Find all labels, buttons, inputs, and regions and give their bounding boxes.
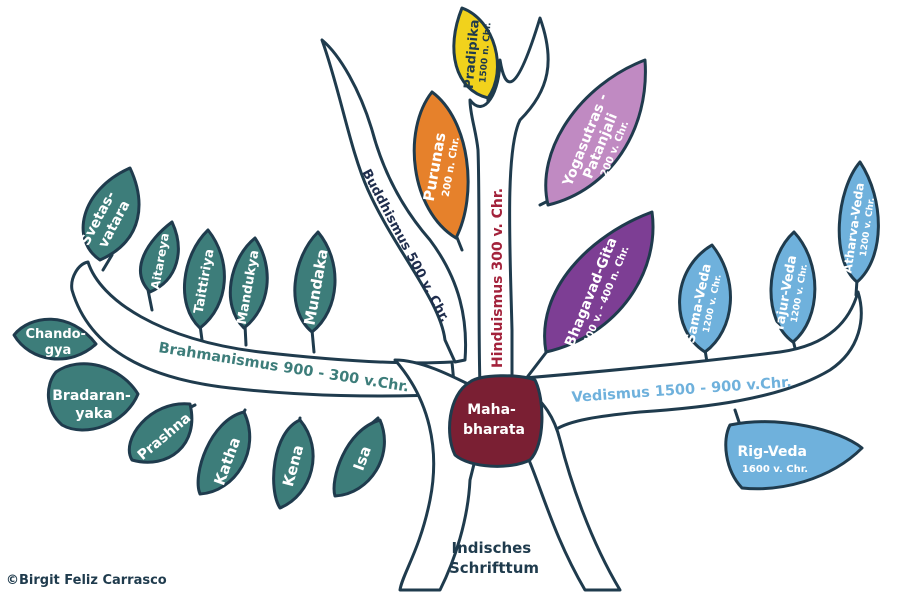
leaf-mundaka: Mundaka bbox=[293, 230, 337, 334]
chandogya-line1: Chando- bbox=[26, 327, 86, 342]
leaf-yogasutras: Yogasutras - Patanjali 200 v. Chr. bbox=[544, 58, 647, 207]
svg-text:Bradaran- yaka: Bradaran- yaka bbox=[52, 388, 136, 422]
leaf-yajurveda: Yajur-Veda 1200 v. Chr. bbox=[769, 230, 817, 344]
bradaranyaka-line2: yaka bbox=[75, 406, 112, 422]
trunk-caption-line1: Indisches bbox=[452, 539, 532, 557]
leaf-kena: Kena bbox=[272, 418, 315, 510]
svg-text:Rig-Veda 1600 v. Chr.: Rig-Veda 1600 v. Chr. bbox=[737, 441, 812, 475]
leaf-samaveda: Sama-Veda 1200 v. Chr. bbox=[678, 243, 732, 354]
svg-text:Maha- bharata: Maha- bharata bbox=[463, 402, 525, 438]
leaf-mandukya: Mandukya bbox=[228, 236, 269, 330]
leaf-atharvaveda: Atharva-Veda 1200 v. Chr. bbox=[837, 160, 880, 284]
leaf-aitareya: Aitareya bbox=[139, 220, 180, 294]
leaf-purunas: Purunas 200 n. Chr. bbox=[412, 90, 470, 240]
svg-text:Indisches Schrifttum: Indisches Schrifttum bbox=[449, 539, 539, 577]
leaf-rigveda: Rig-Veda 1600 v. Chr. bbox=[724, 420, 864, 491]
leaf-svetasvatara: Svetas- vatara bbox=[77, 166, 141, 262]
pradipika-name: Pradipika bbox=[462, 19, 483, 90]
svg-text:Pradipika 1500 n. Chr.: Pradipika 1500 n. Chr. bbox=[458, 13, 494, 91]
mahabharata-fruit: Maha- bharata bbox=[448, 374, 544, 468]
leaf-isa: Isa bbox=[332, 418, 386, 498]
rigveda-name: Rig-Veda bbox=[737, 444, 806, 460]
leaf-bhagavadgita: Bhagavad-Gita 400 v. - 400 n. Chr. bbox=[543, 210, 655, 354]
svg-text:Chando- gya: Chando- gya bbox=[26, 327, 91, 358]
leaf-prashna: Prashna bbox=[127, 402, 194, 464]
leaf-katha: Katha bbox=[196, 410, 252, 496]
trunk-caption-line2: Schrifttum bbox=[449, 559, 539, 577]
leaf-bradaranyaka: Bradaran- yaka bbox=[46, 362, 140, 432]
bradaranyaka-line1: Bradaran- bbox=[52, 388, 131, 404]
leaf-taittiriya: Taittiriya bbox=[183, 228, 226, 330]
leaf-pradipika: Pradipika 1500 n. Chr. bbox=[452, 6, 499, 100]
leaf-chandogya: Chando- gya bbox=[12, 317, 98, 361]
copyright-notice: ©Birgit Feliz Carrasco bbox=[6, 573, 167, 588]
mahabharata-line1: Maha- bbox=[467, 402, 516, 418]
hinduismus-label: Hinduismus 300 v. Chr. bbox=[490, 188, 506, 368]
mahabharata-line2: bharata bbox=[463, 422, 525, 438]
chandogya-line2: gya bbox=[45, 343, 72, 358]
rigveda-date: 1600 v. Chr. bbox=[742, 464, 808, 475]
